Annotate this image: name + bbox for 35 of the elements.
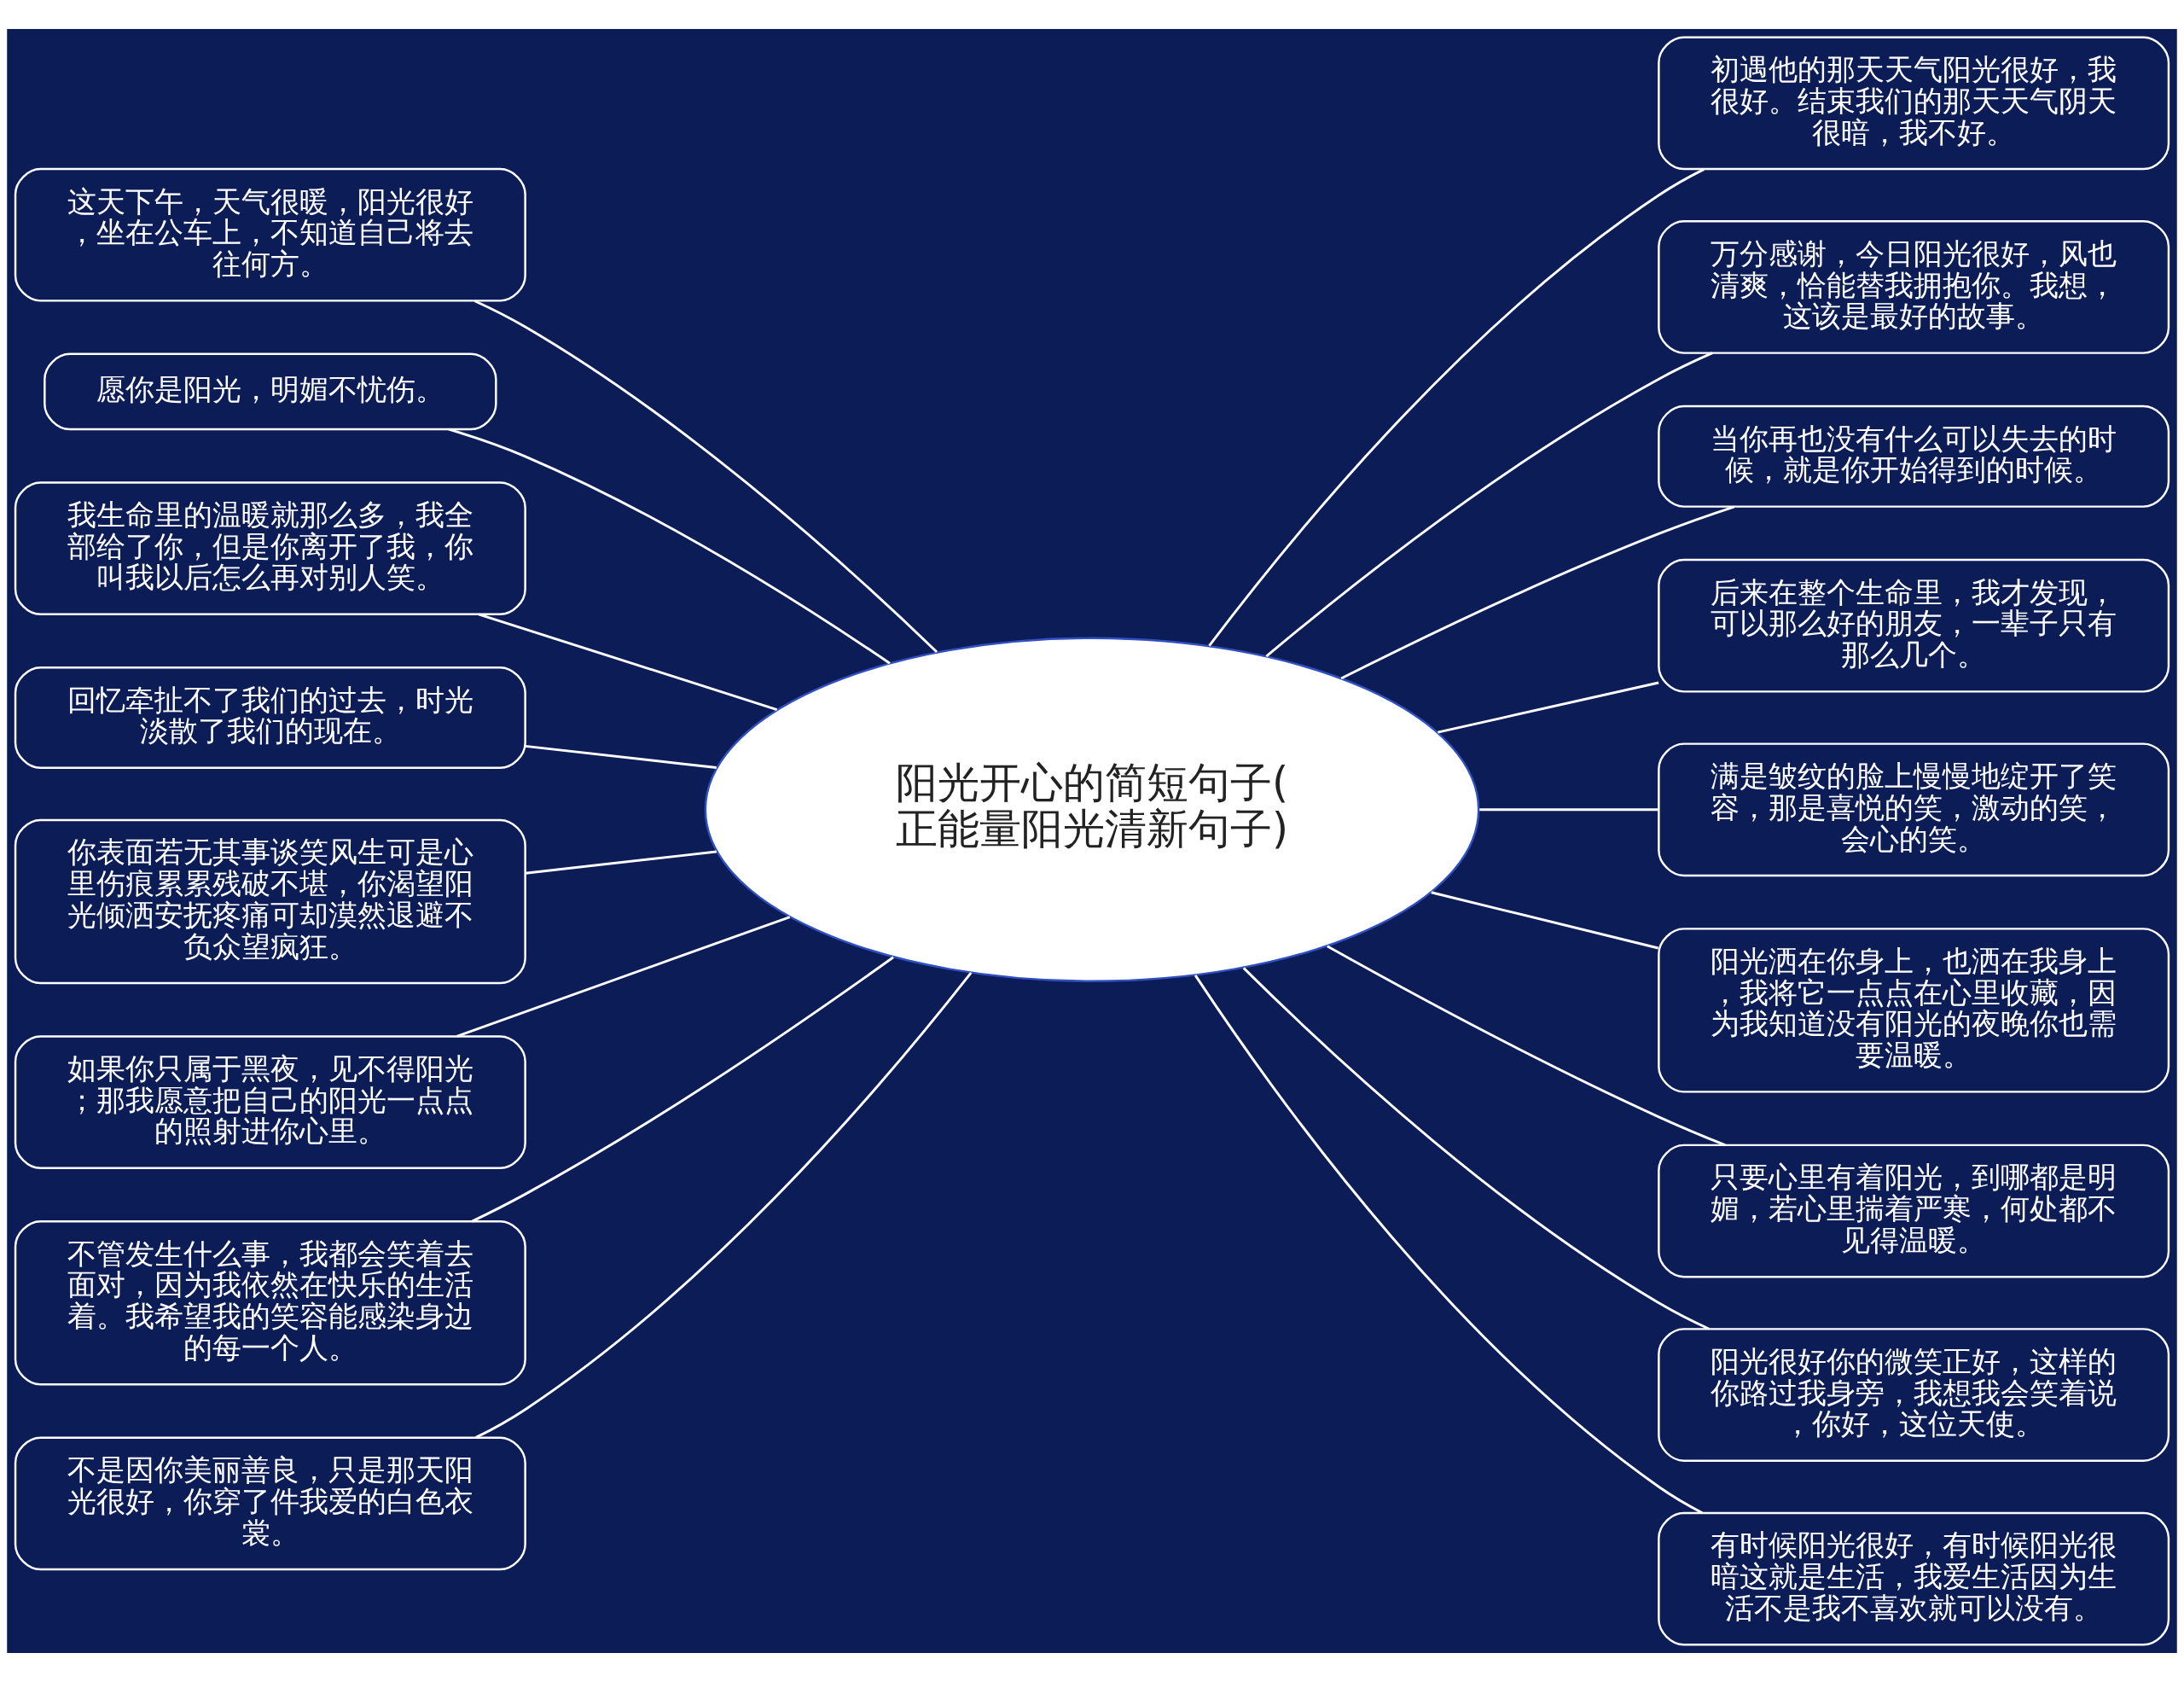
connector: [1431, 891, 1659, 950]
node-box: 回忆牵扯不了我们的过去，时光淡散了我们的现在。: [14, 666, 526, 769]
node-box: 阳光洒在你身上，也洒在我身上，我将它一点点在心里收藏，因为我知道没有阳光的夜晚你也需要温暖。: [1658, 928, 2170, 1093]
connector: [525, 744, 717, 769]
node-ellipse: 阳光开心的简短句子(正能量阳光清新句子): [704, 637, 1480, 982]
connector: [1208, 168, 1705, 647]
connector: [473, 300, 938, 654]
node-box: 满是皱纹的脸上慢慢地绽开了笑容，那是喜悦的笑，激动的笑，会心的笑。: [1658, 742, 2170, 877]
node-box: 你表面若无其事谈笑风生可是心里伤痕累累残破不堪，你渴望阳光倾洒安抚疼痛可却漠然退避不负众望疯狂。: [14, 818, 526, 985]
node-box: 阳光很好你的微笑正好，这样的你路过我身旁，我想我会笑着说，你好，这位天使。: [1658, 1328, 2170, 1462]
node-box: 万分感谢，今日阳光很好，风也清爽，恰能替我拥抱你。我想，这该是最好的故事。: [1658, 220, 2170, 354]
connector: [1340, 505, 1735, 680]
connector: [1194, 975, 1703, 1515]
node-box: 初遇他的那天天气阳光很好，我很好。结束我们的那天天气阴天很暗，我不好。: [1658, 36, 2170, 171]
node-box: 愿你是阳光，明媚不忧伤。: [44, 352, 497, 431]
connector: [478, 613, 778, 711]
node-box: 只要心里有着阳光，到哪都是明媚，若心里揣着严寒，何处都不见得温暖。: [1658, 1144, 2170, 1278]
connector: [1242, 967, 1710, 1330]
connector: [1327, 945, 1726, 1147]
node-box: 我生命里的温暖就那么多，我全部给了你，但是你离开了我，你叫我以后怎么再对别人笑。: [14, 481, 526, 615]
connector: [1479, 808, 1659, 812]
node-box: 有时候阳光很好，有时候阳光很暗这就是生活，我爱生活因为生活不是我不喜欢就可以没有。: [1658, 1511, 2170, 1646]
connector: [1265, 352, 1713, 658]
connector: [525, 850, 717, 875]
connector: [471, 956, 894, 1223]
node-box: 如果你只属于黑夜，见不得阳光；那我愿意把自己的阳光一点点的照射进你心里。: [14, 1035, 526, 1169]
node-box: 这天下午，天气很暖，阳光很好，坐在公车上，不知道自己将去往何方。: [14, 167, 526, 302]
connector: [475, 971, 973, 1439]
node-box: 不管发生什么事，我都会笑着去面对，因为我依然在快乐的生活着。我希望我的笑容能感染身边的每一个人。: [14, 1220, 526, 1386]
node-box: 不是因你美丽善良，只是那天阳光很好，你穿了件我爱的白色衣裳。: [14, 1436, 526, 1571]
connector: [1438, 681, 1659, 734]
node-box: 当你再也没有什么可以失去的时候，就是你开始得到的时候。: [1658, 404, 2170, 508]
connector: [456, 916, 791, 1038]
connector: [448, 428, 891, 665]
node-box: 后来在整个生命里，我才发现，可以那么好的朋友，一辈子只有那么几个。: [1658, 558, 2170, 693]
